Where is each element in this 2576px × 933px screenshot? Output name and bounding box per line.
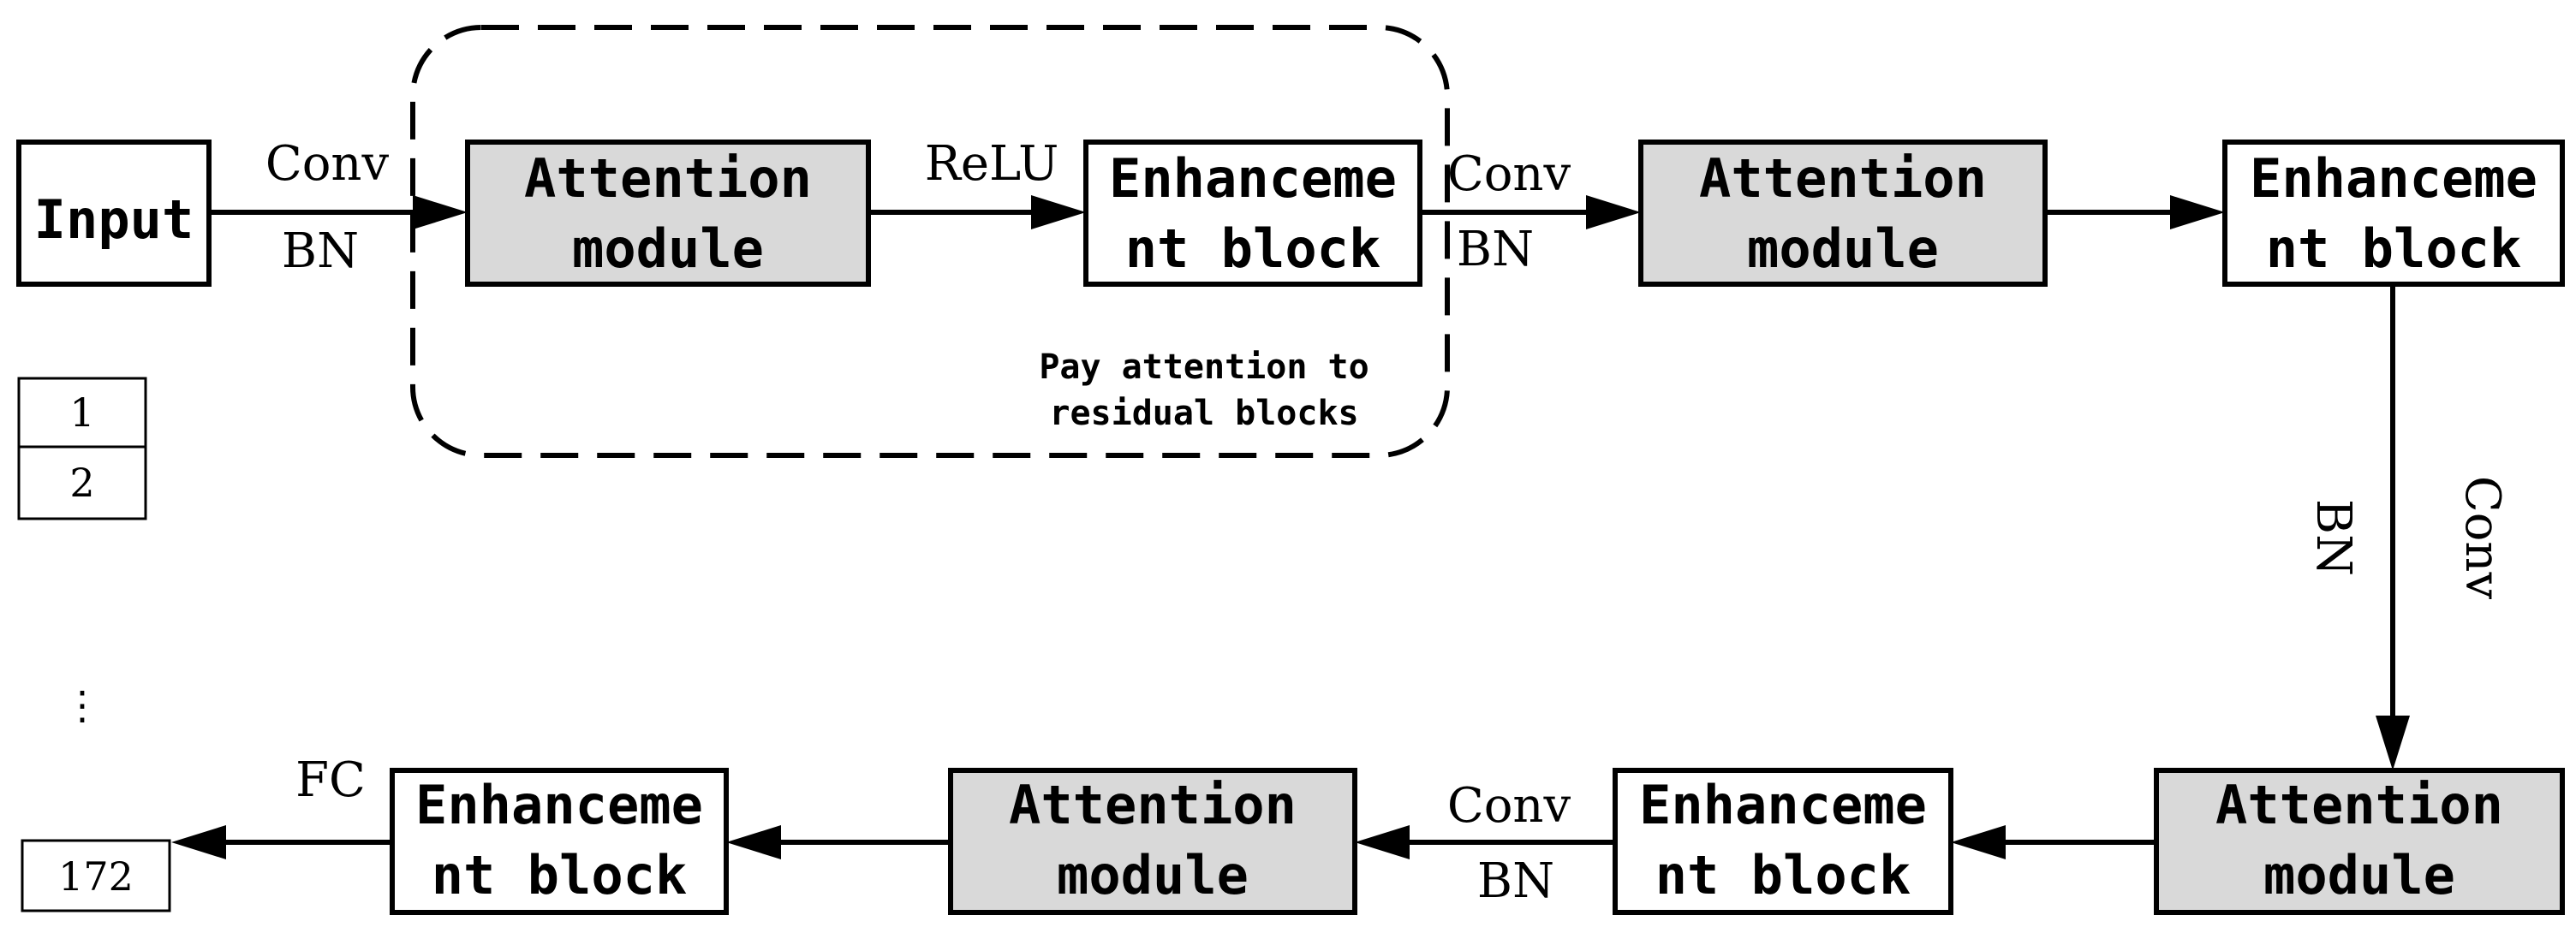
enhancement-block-3-line2: nt block <box>1655 844 1911 906</box>
class-list-ellipsis: ⋮ <box>63 682 102 728</box>
enhancement-block-3-line1: Enhanceme <box>1639 774 1927 836</box>
arrowhead-7 <box>1355 825 1410 859</box>
attention-module-1: Attention module <box>465 140 871 287</box>
enhancement-block-4-line2: nt block <box>432 844 688 906</box>
enhancement-block-3: Enhanceme nt block <box>1613 768 1953 915</box>
edge-label-bn-3: BN <box>1477 853 1554 909</box>
attention-module-3-line2: module <box>2263 844 2455 906</box>
arrowhead-6 <box>1951 825 2006 859</box>
edge-label-bn-vertical: BN <box>2305 499 2361 576</box>
edge-label-bn-1: BN <box>282 223 359 279</box>
enhancement-block-1: Enhanceme nt block <box>1083 140 1422 287</box>
arrowhead-9 <box>171 825 226 859</box>
attention-module-4-line2: module <box>1057 844 1249 906</box>
attention-module-4-line1: Attention <box>1009 774 1297 836</box>
edge-label-conv-3: Conv <box>1447 778 1571 834</box>
edge-label-fc: FC <box>295 752 366 808</box>
attention-module-1-line2: module <box>572 217 764 280</box>
class-list-cell-2 <box>17 445 147 520</box>
input-node: Input <box>16 140 212 287</box>
enhancement-block-1-line1: Enhanceme <box>1109 147 1397 210</box>
edge-label-relu: ReLU <box>925 136 1059 192</box>
arrowhead-1 <box>413 195 468 229</box>
attention-module-3-line1: Attention <box>2215 774 2503 836</box>
arrowhead-8 <box>726 825 781 859</box>
arrowhead-5 <box>2376 716 2410 770</box>
edge-label-conv-vertical: Conv <box>2454 476 2510 600</box>
attention-module-1-line1: Attention <box>524 147 812 210</box>
class-list-cell-last <box>21 839 171 912</box>
input-label: Input <box>34 188 194 251</box>
attention-module-2-line2: module <box>1747 217 1939 280</box>
enhancement-block-4: Enhanceme nt block <box>390 768 729 915</box>
edge-label-conv-1: Conv <box>265 136 390 192</box>
enhancement-block-2-line1: Enhanceme <box>2250 147 2537 210</box>
class-list-item-2: 2 <box>69 460 94 506</box>
arrowhead-4 <box>2170 195 2225 229</box>
arrowhead-2 <box>1031 195 1086 229</box>
residual-annotation-line1: Pay attention to <box>1039 348 1368 387</box>
arrowheads <box>171 195 2410 859</box>
edge-label-conv-2: Conv <box>1447 146 1571 202</box>
class-list: 1 2 ⋮ 172 <box>17 377 171 912</box>
enhancement-block-2-line2: nt block <box>2266 217 2522 280</box>
residual-annotation-line2: residual blocks <box>1049 394 1358 433</box>
attention-module-2: Attention module <box>1638 140 2048 287</box>
attention-module-3: Attention module <box>2154 768 2565 915</box>
arrowhead-3 <box>1586 195 1641 229</box>
enhancement-block-1-line2: nt block <box>1125 217 1381 280</box>
attention-module-4: Attention module <box>948 768 1357 915</box>
class-list-cell-1 <box>17 377 147 449</box>
class-list-item-last: 172 <box>58 853 134 900</box>
attention-module-2-line1: Attention <box>1699 147 1987 210</box>
edge-label-bn-2: BN <box>1457 222 1534 277</box>
residual-group-outline <box>410 25 1450 458</box>
class-list-item-1: 1 <box>69 389 94 436</box>
enhancement-block-2: Enhanceme nt block <box>2222 140 2565 287</box>
enhancement-block-4-line1: Enhanceme <box>415 774 703 836</box>
